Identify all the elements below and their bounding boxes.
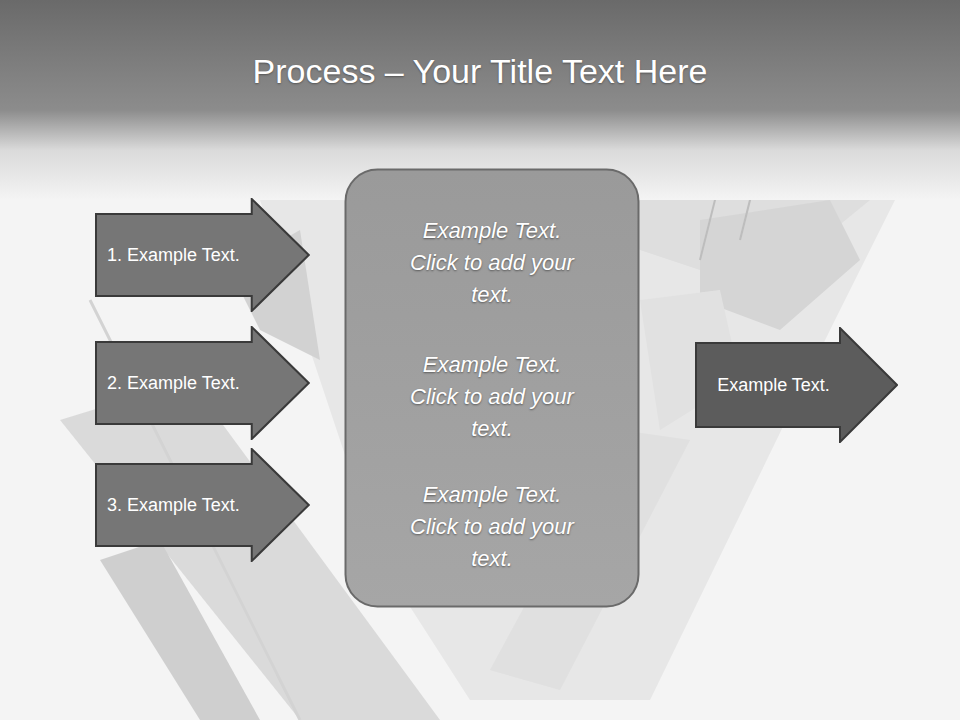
arrow-label: 3. Example Text. [107,494,240,516]
arrow-shape: 3. Example Text. [95,448,310,562]
box-text-line: Example Text. Click to add your text. [410,349,575,445]
box-text-line: Example Text. Click to add your text. [410,215,575,311]
arrow-shape: 1. Example Text. [95,198,310,312]
arrow-polygon [96,449,309,561]
arrow-shape: 2. Example Text. [95,326,310,440]
arrow-polygon [696,328,897,442]
box-text: Example Text. Click to add your text. [344,215,640,311]
arrow-label: 2. Example Text. [107,372,240,394]
rounded-box: Example Text. Click to add your text. Exa… [344,168,640,608]
box-text: Example Text. Click to add your text. [344,349,640,445]
building-plan [60,130,900,720]
box-text-line: Example Text. Click to add your text. [410,479,575,575]
arrow-label: Example Text. [717,374,830,396]
arrow-polygon [96,327,309,439]
box-rect [346,170,639,607]
arrow-label: 1. Example Text. [107,244,240,266]
arrow-shape: Example Text. [695,327,898,443]
box-text: Example Text. Click to add your text. [344,479,640,575]
slide-title: Process – Your Title Text Here [0,52,960,91]
arrow-polygon [96,199,309,311]
